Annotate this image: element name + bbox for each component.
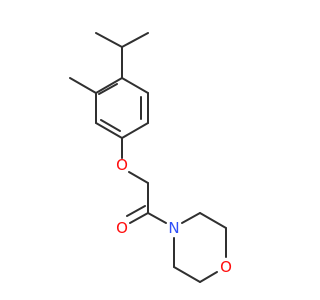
atom-label: N (168, 219, 179, 237)
bond (121, 32, 149, 48)
bond (173, 266, 201, 283)
bond (95, 32, 123, 48)
bond (95, 77, 123, 94)
bond (128, 171, 149, 184)
structure-canvas: O O N O (69, 32, 232, 283)
bond (121, 122, 149, 139)
molecule-structure: O O N O (69, 32, 232, 283)
atom-label: O (116, 219, 128, 237)
bond (126, 205, 146, 217)
atom-ether-oxygen: O (116, 156, 128, 174)
bond (69, 77, 97, 94)
bond (98, 83, 118, 95)
bond (121, 77, 149, 94)
atom-label: O (220, 258, 232, 276)
atom-morpholine-oxygen: O (220, 258, 232, 276)
atom-label: O (116, 156, 128, 174)
bond (95, 122, 123, 139)
bond (181, 212, 201, 224)
bond (199, 212, 227, 229)
bond (100, 119, 121, 132)
atom-morpholine-nitrogen: N (168, 219, 179, 237)
bond (129, 212, 149, 224)
bond (199, 271, 218, 283)
bond (147, 212, 167, 224)
atom-carbonyl-oxygen: O (116, 219, 128, 237)
